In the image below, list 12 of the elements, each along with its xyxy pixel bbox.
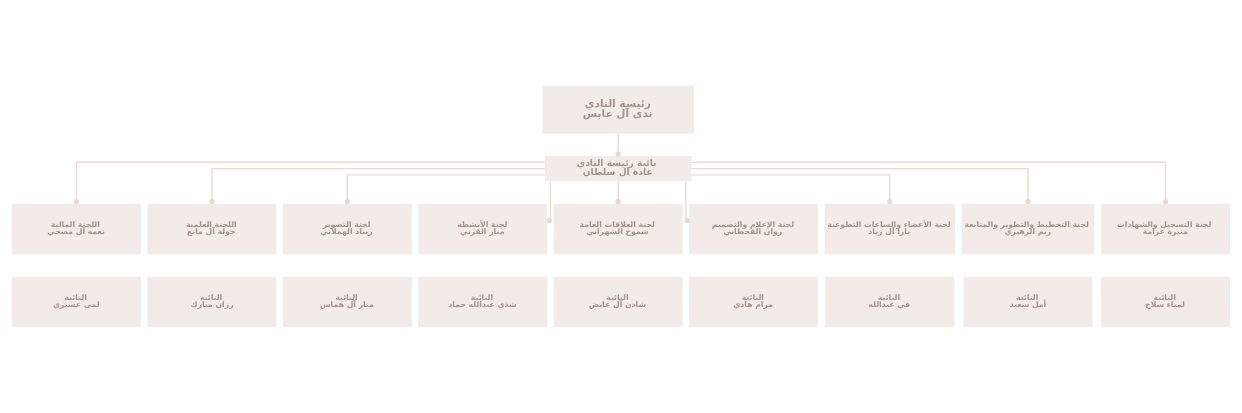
connector	[615, 180, 621, 205]
connector	[684, 180, 690, 224]
connector	[209, 167, 546, 205]
connector	[615, 132, 621, 157]
connector	[344, 174, 546, 205]
node-box: رئيسة النادي ندى آل عابس	[542, 85, 694, 134]
connector	[691, 167, 1031, 205]
connector	[73, 161, 546, 205]
connector	[691, 161, 1169, 205]
connector	[690, 174, 893, 205]
node-box: نائبة رئيسة النادي غادة آل سلطان	[544, 156, 692, 182]
connector	[546, 180, 553, 224]
